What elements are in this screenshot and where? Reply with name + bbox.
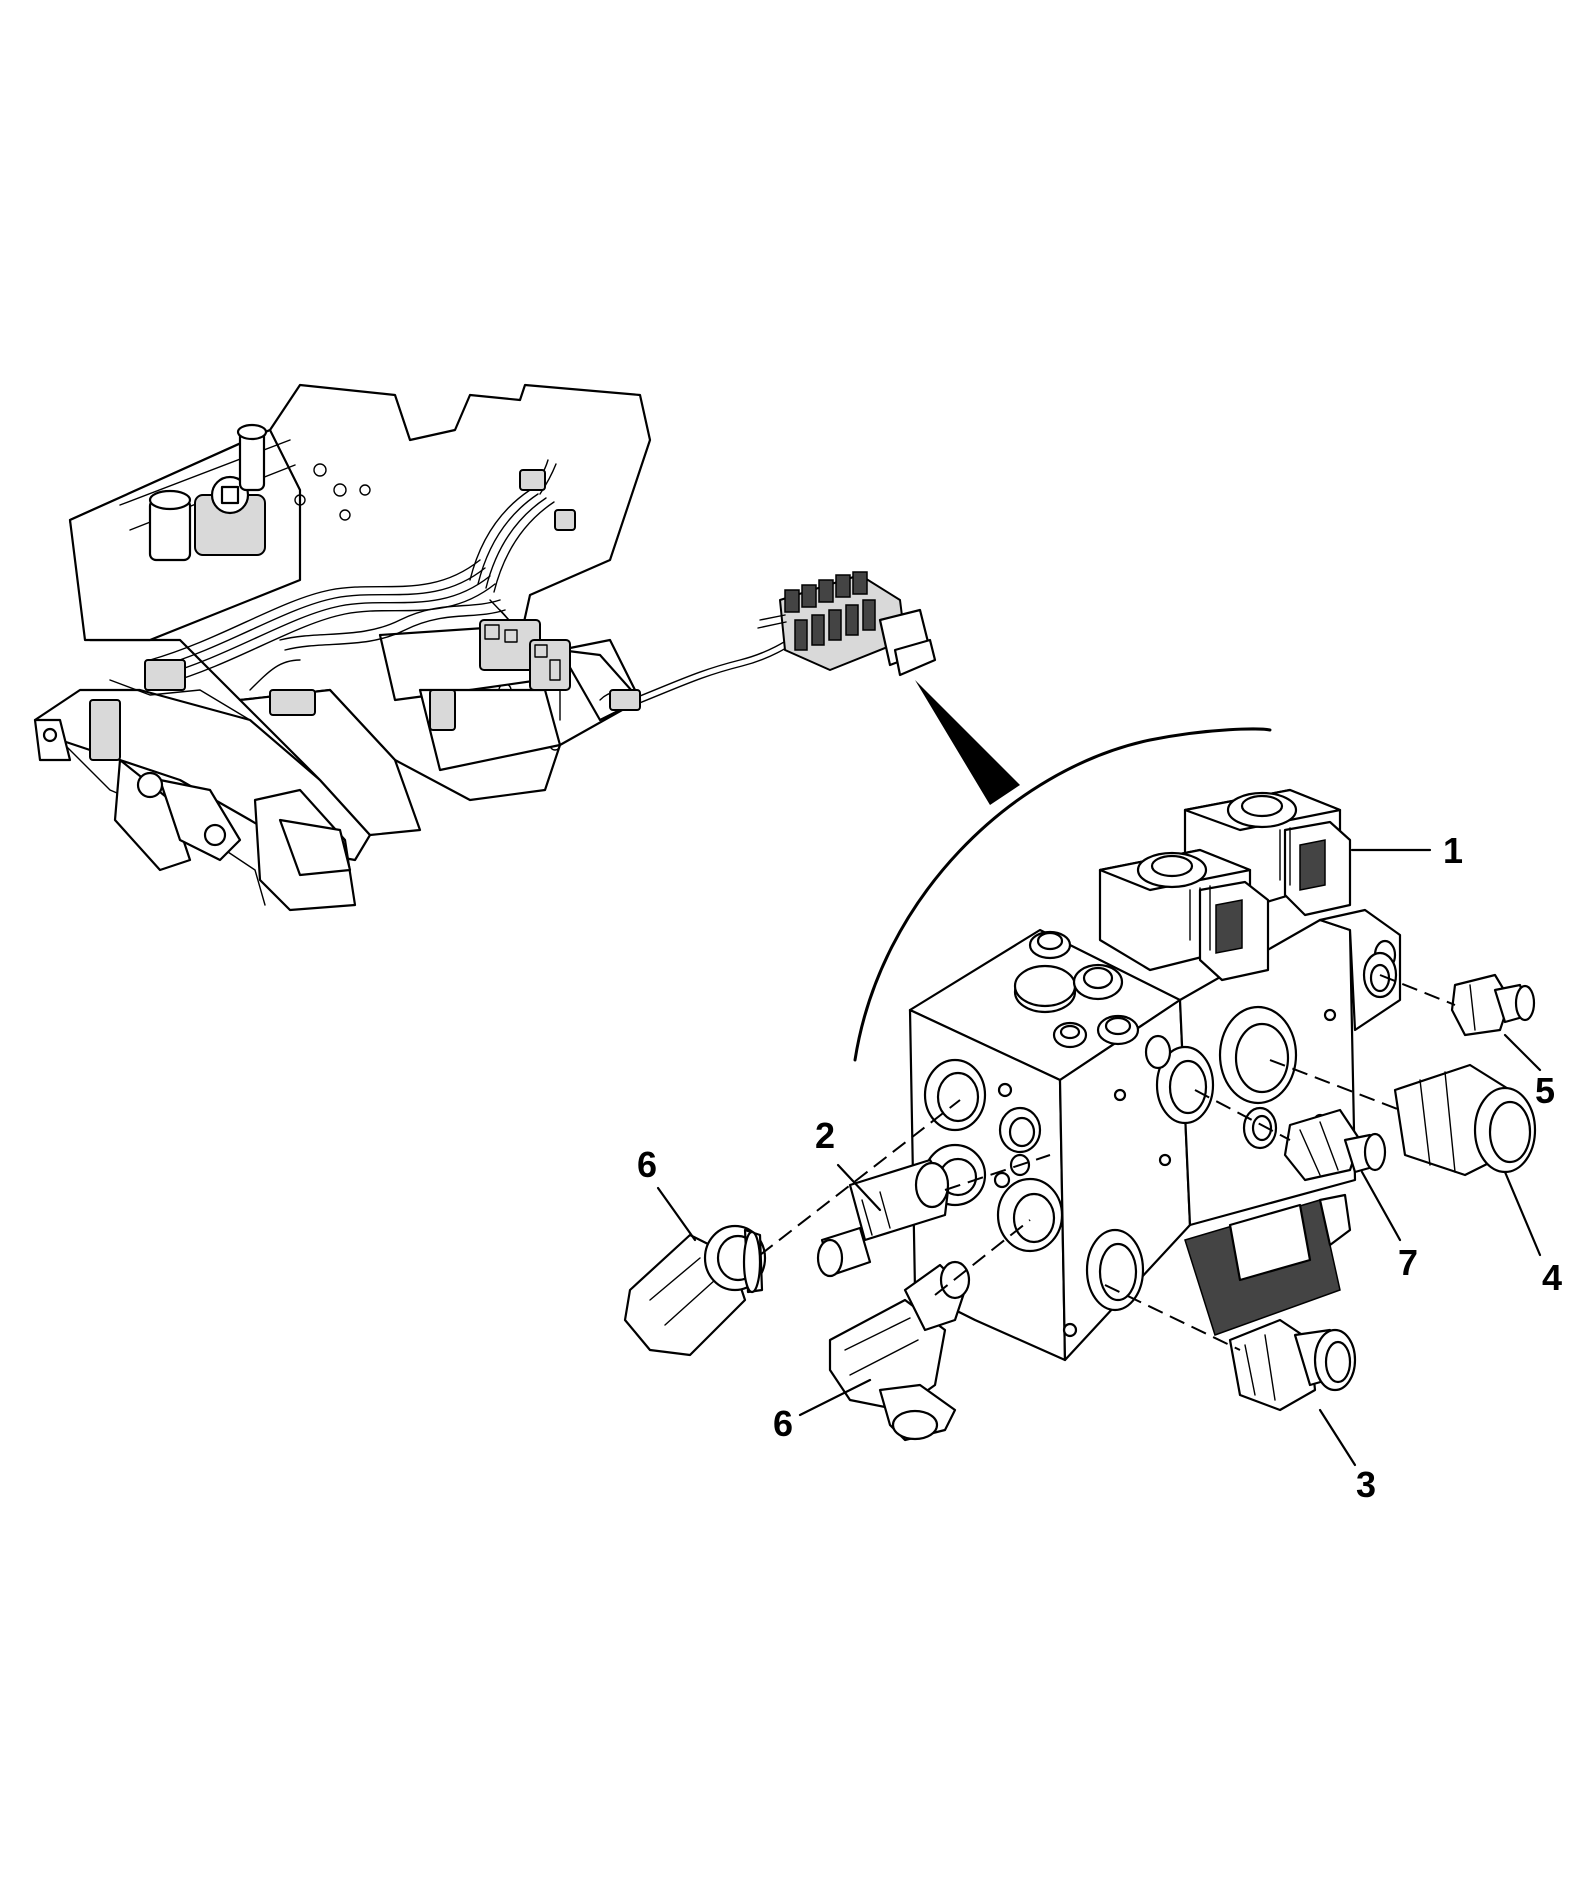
- assembly-lines: [759, 974, 1456, 1351]
- callouts: 1 2 3 4 5 6 6 7: [637, 830, 1562, 1505]
- hydraulic-manifold: [908, 908, 1402, 1362]
- part-3-fitting: [1228, 1318, 1357, 1412]
- callout-6-upper: 6: [637, 1144, 657, 1185]
- solenoid-coils: [1098, 788, 1352, 1336]
- callout-2: 2: [815, 1115, 835, 1156]
- detail-pointer: [853, 680, 1272, 1062]
- leader-lines: [656, 848, 1542, 1467]
- machine-frame-overview: [33, 383, 823, 912]
- part-7-fitting: [1283, 1108, 1387, 1182]
- callout-6-lower: 6: [773, 1403, 793, 1444]
- part-6-lower-fitting: [828, 1260, 971, 1442]
- part-6-upper-fitting: [623, 1224, 767, 1357]
- part-5-fitting: [1450, 973, 1536, 1037]
- callout-3: 3: [1356, 1464, 1376, 1505]
- valve-bank-overview: [757, 571, 937, 677]
- part-4-fitting: [1393, 1063, 1537, 1177]
- callout-4: 4: [1542, 1257, 1562, 1298]
- callout-5: 5: [1535, 1070, 1555, 1111]
- callout-1: 1: [1443, 830, 1463, 871]
- callout-7: 7: [1398, 1242, 1418, 1283]
- part-2-cartridge: [816, 1158, 950, 1278]
